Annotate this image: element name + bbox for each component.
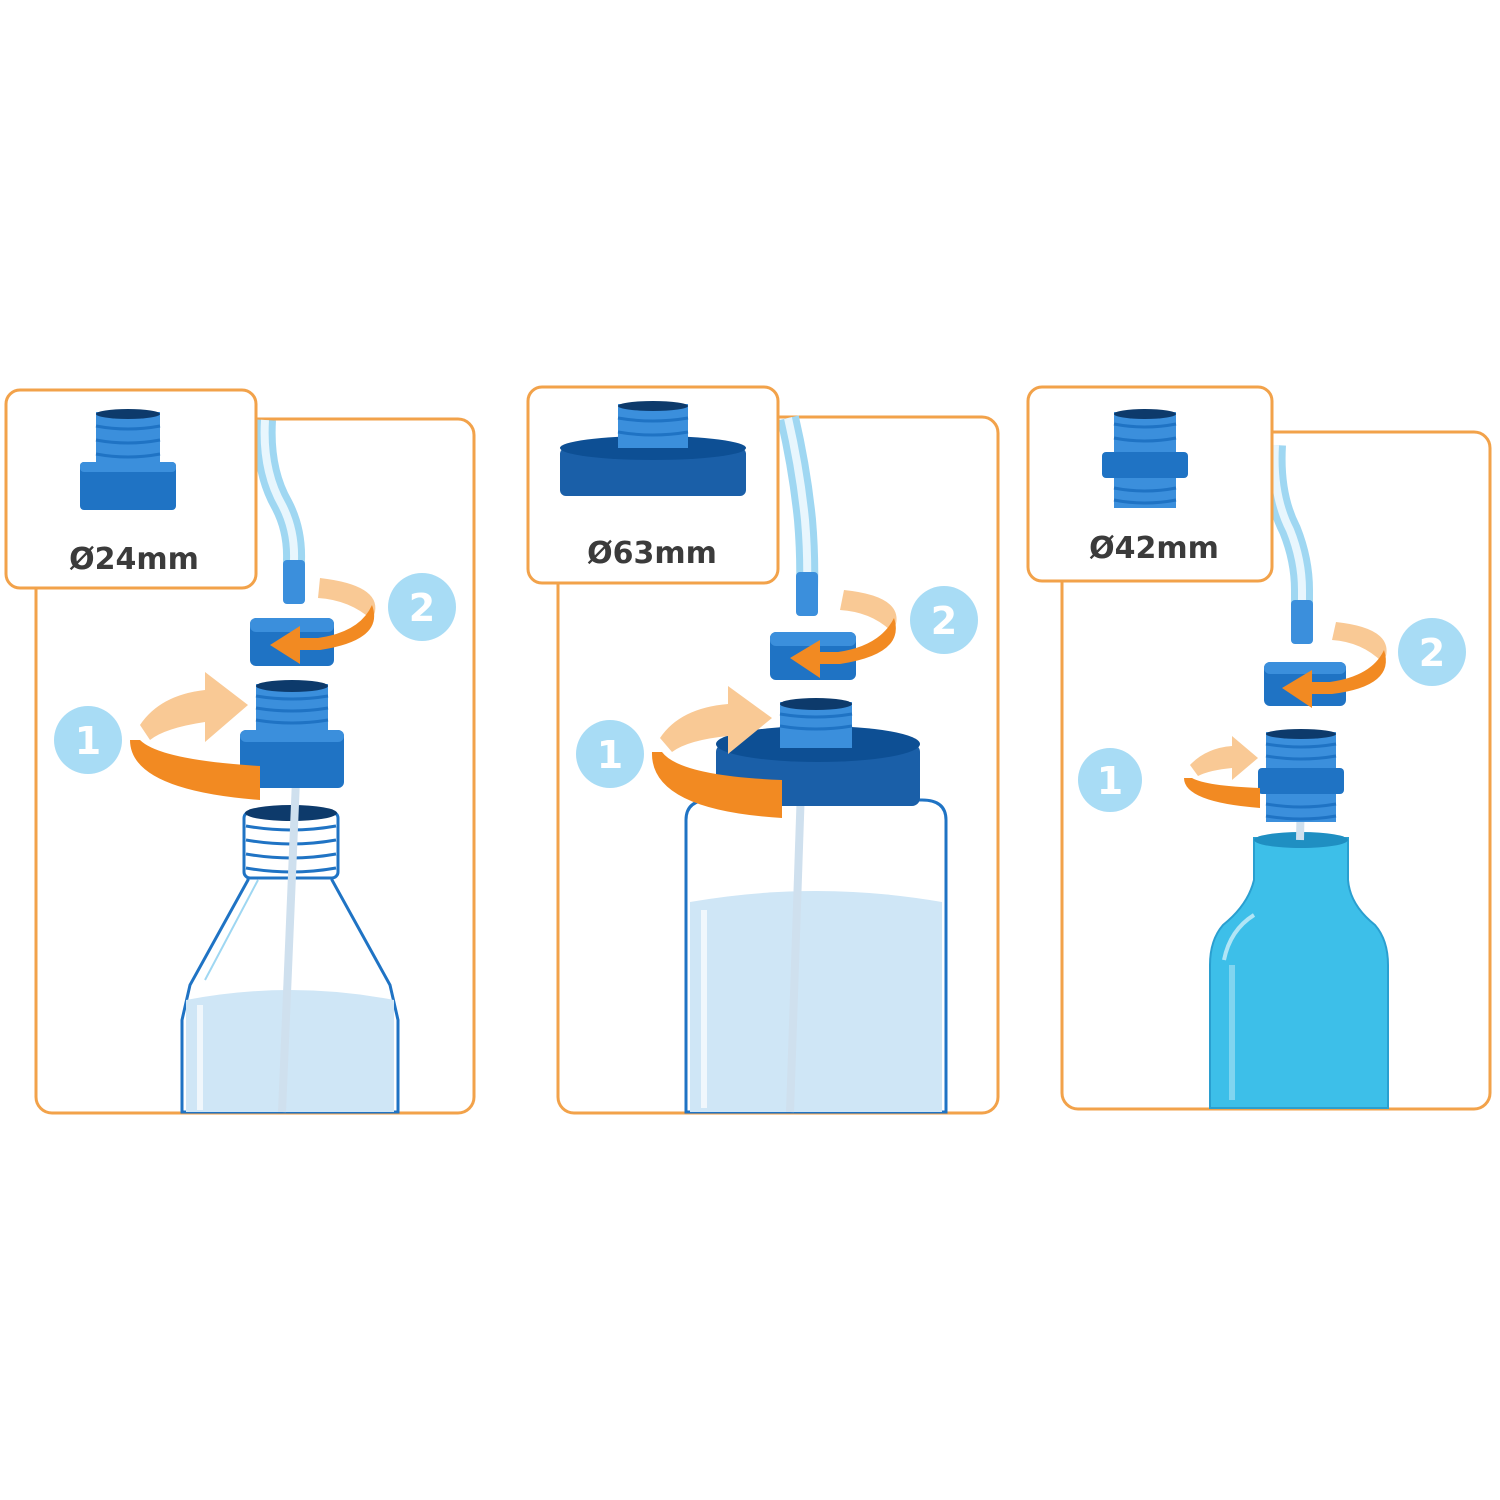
rotate-arrow-step2-icon xyxy=(790,590,897,678)
rotate-arrow-step2-icon xyxy=(270,578,376,664)
panel-63mm-illustration: 1 2 Ø63mm xyxy=(526,385,1000,1115)
step1-badge: 1 xyxy=(54,706,122,774)
rotate-arrow-step1-icon xyxy=(1184,736,1260,808)
size-label-box: Ø42mm xyxy=(1026,385,1274,583)
adapter-24mm-icon xyxy=(240,680,344,788)
svg-text:1: 1 xyxy=(597,733,623,777)
step2-badge: 2 xyxy=(388,573,456,641)
svg-text:2: 2 xyxy=(1419,631,1445,675)
step2-badge: 2 xyxy=(1398,618,1466,686)
svg-text:1: 1 xyxy=(1097,759,1123,803)
svg-text:1: 1 xyxy=(75,719,101,763)
step1-badge: 1 xyxy=(576,720,644,788)
panel-63mm: 1 2 Ø63mm xyxy=(500,0,1010,1500)
dip-tube xyxy=(278,779,300,1113)
panel-42mm: 1 2 Ø42mm xyxy=(1010,0,1500,1500)
panel-24mm-illustration: 1 2 Ø24mm xyxy=(4,388,476,1115)
size-label-box: Ø63mm xyxy=(526,385,780,585)
size-label-box: Ø24mm xyxy=(4,388,258,590)
step1-badge: 1 xyxy=(1078,748,1142,812)
adapter-42mm-icon xyxy=(1258,729,1344,822)
panel-24mm: 1 2 Ø24mm xyxy=(0,0,500,1500)
rotate-arrow-step2-icon xyxy=(1282,622,1387,708)
wide-jar-icon xyxy=(684,798,948,1114)
step2-badge: 2 xyxy=(910,586,978,654)
size-label: Ø42mm xyxy=(1089,531,1219,566)
rotate-arrow-step1-icon xyxy=(130,672,260,800)
svg-text:2: 2 xyxy=(409,586,435,630)
size-label: Ø63mm xyxy=(587,536,717,571)
svg-text:2: 2 xyxy=(931,599,957,643)
size-label: Ø24mm xyxy=(69,542,199,577)
panel-42mm-illustration: 1 2 Ø42mm xyxy=(1026,385,1492,1111)
rotate-arrow-step1-icon xyxy=(651,686,782,818)
